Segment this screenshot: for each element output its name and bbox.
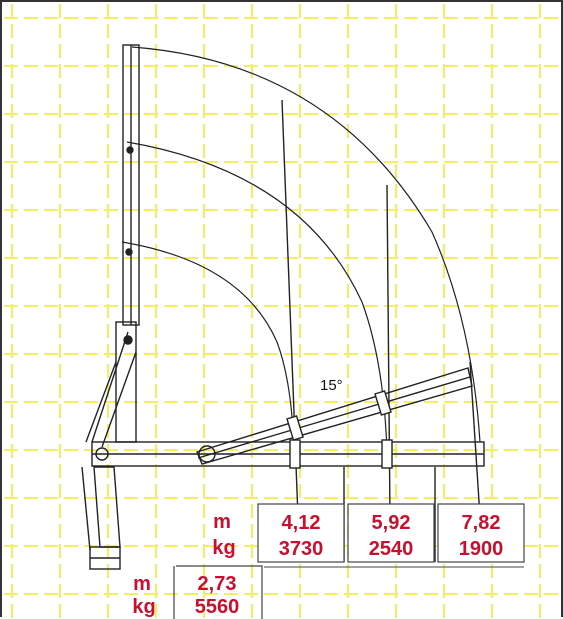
load-cell-3: 7,82 1900	[437, 503, 525, 563]
unit-kg-bottom: kg	[132, 596, 155, 618]
reach-value-3: 7,82	[462, 512, 501, 534]
outer-arc	[131, 46, 481, 443]
unit-kg-top: kg	[212, 537, 235, 559]
base-point-box: 2,73 5560 m kg	[132, 565, 263, 619]
reach-value-1: 4,12	[282, 512, 321, 534]
reach-arcs	[121, 46, 481, 453]
unit-m-bottom: m	[133, 573, 151, 595]
reach-value-2: 5,92	[372, 512, 411, 534]
base-load-value: 5560	[195, 596, 240, 618]
load-value-2: 2540	[369, 538, 414, 560]
crane-base	[81, 466, 121, 570]
inclined-boom	[196, 367, 473, 465]
load-value-1: 3730	[279, 538, 324, 560]
load-value-3: 1900	[459, 538, 504, 560]
background-grid	[4, 4, 563, 619]
measure-lines	[281, 99, 481, 562]
crane-column	[85, 44, 140, 448]
base-reach-value: 2,73	[198, 573, 237, 595]
middle-arc	[126, 141, 388, 453]
inner-arc	[121, 241, 295, 453]
load-table: 4,12 3730 5,92 2540 7,82 1900 m kg	[212, 503, 525, 568]
unit-m-top: m	[213, 511, 231, 533]
measure-line-3	[469, 361, 481, 518]
load-cell-1: 4,12 3730	[257, 503, 345, 563]
column-brace	[85, 331, 137, 448]
load-cell-2: 5,92 2540	[347, 503, 435, 563]
horizontal-boom	[91, 439, 485, 469]
angle-label: 15°	[320, 377, 343, 394]
